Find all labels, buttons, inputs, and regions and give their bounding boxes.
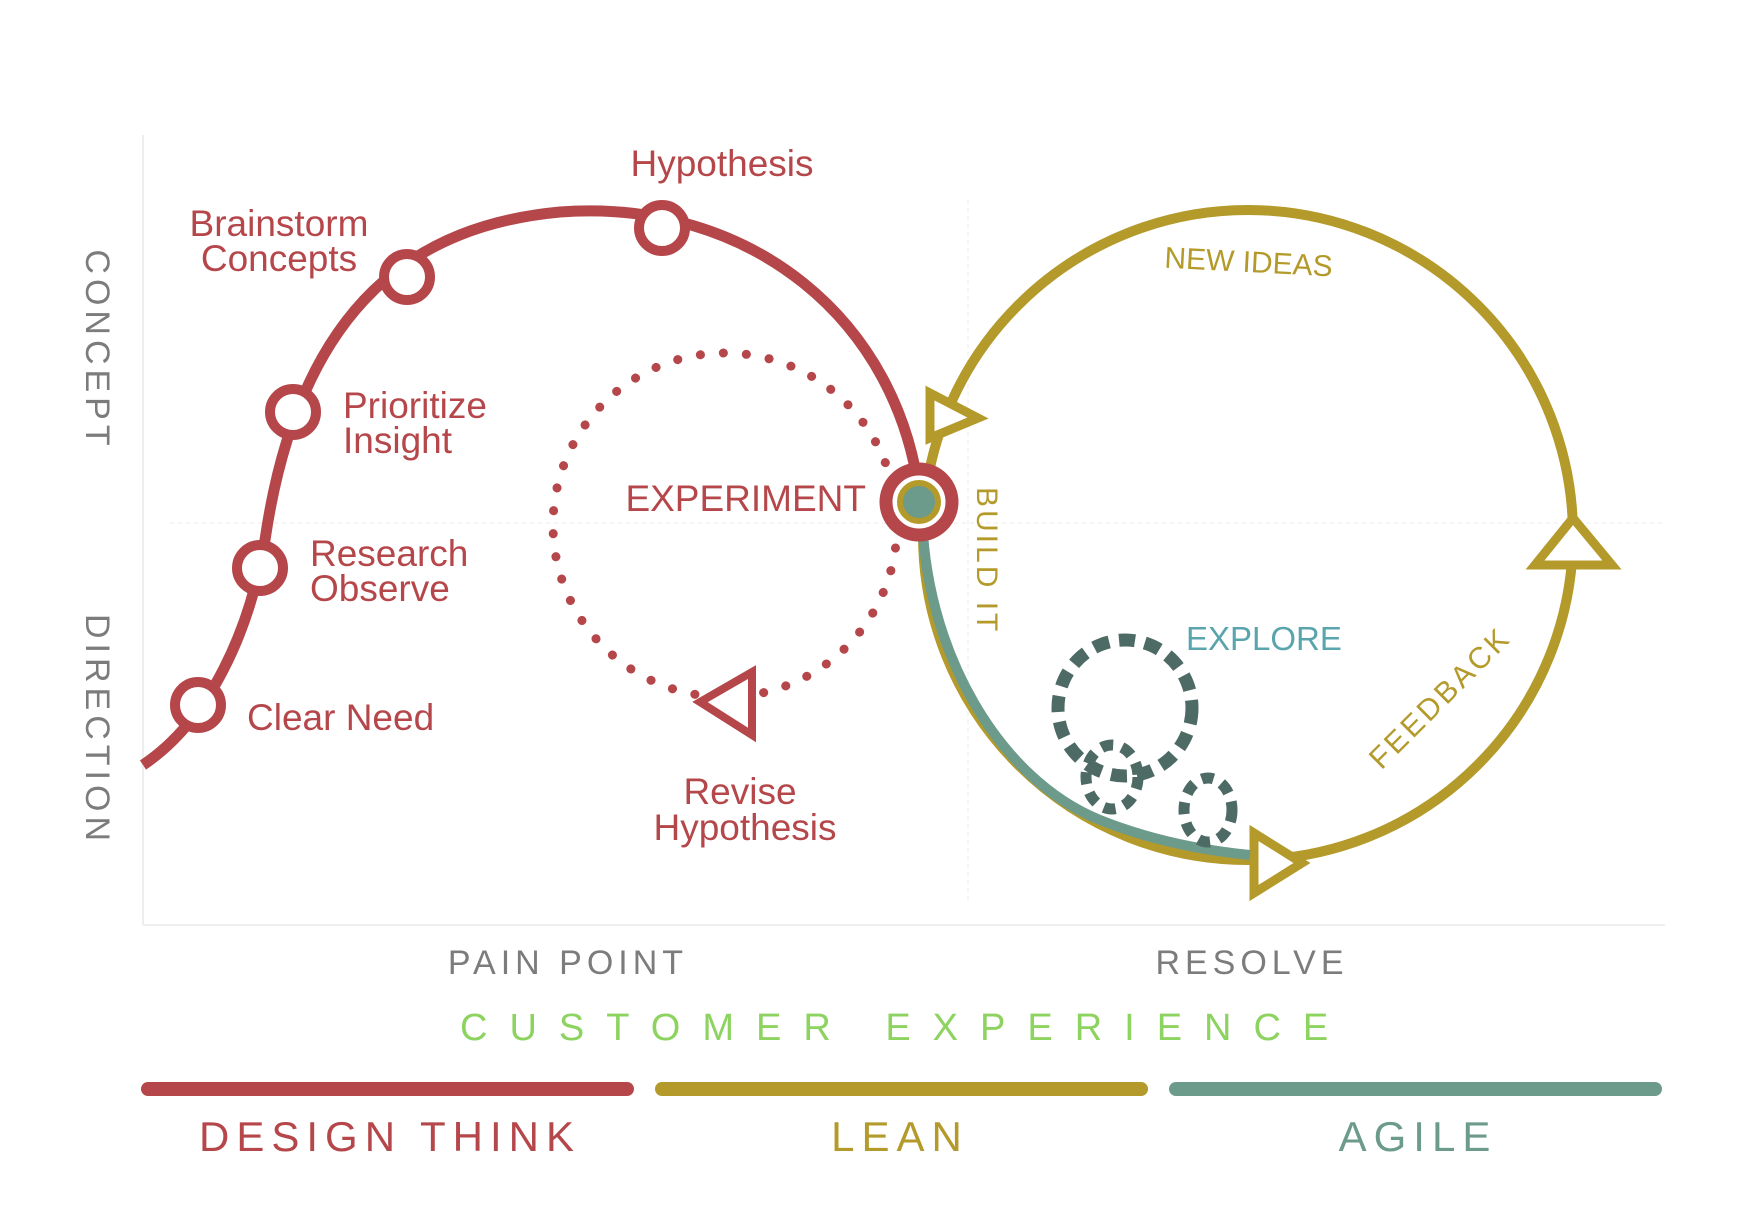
customer-experience-label: CUSTOMER EXPERIENCE [460,1007,1350,1049]
lean-arrow-bottom [1249,824,1311,902]
lean-loop [918,205,1622,902]
insight-label: Insight [343,420,453,461]
hypothesis-node [634,200,690,256]
experiment-label: EXPERIMENT [625,478,866,519]
observe-label: Observe [310,568,450,609]
research-label: Research [310,533,468,574]
hypothesis-label: Hypothesis [630,143,813,184]
brainstorm-label: Brainstorm [190,203,369,244]
x-axis-left-label: PAIN POINT [448,944,688,982]
prioritize-label: Prioritize [343,385,487,426]
concepts-label: Concepts [201,238,357,279]
explore-loop-small-2 [1178,772,1238,848]
explore-loop-large [1051,633,1199,783]
brainstorm-concepts-node [379,249,435,305]
revise-arrow [692,665,756,743]
lean-label: LEAN [831,1113,969,1160]
research-observe-node [232,540,288,596]
explore-label: EXPLORE [1186,620,1342,657]
revise-hypothesis-label: Hypothesis [653,807,836,848]
clear-need-node [170,677,226,733]
agile-label: AGILE [1339,1113,1498,1160]
lean-arrow-right [1525,510,1622,570]
clear-need-label: Clear Need [247,697,434,738]
agile-explore [917,504,1251,860]
design-curve [139,205,926,770]
build-it-label: BUILD IT [970,487,1003,634]
design-think-label: DESIGN THINK [199,1113,581,1160]
revise-label: Revise [683,771,796,812]
explore-loop-small-1 [1080,739,1144,815]
prioritize-insight-node [265,384,321,440]
lean-arrow-left [925,385,989,445]
experiment-node-ring [897,480,941,524]
y-axis-lower-label: DIRECTION [78,614,116,846]
design-thinking-curve [139,200,959,770]
y-axis-upper-label: CONCEPT [78,249,116,450]
experiment-dotted-loop [548,348,902,702]
agile-path [917,504,1251,860]
new-ideas-label: NEW IDEAS [1164,242,1334,284]
x-axis-right-label: RESOLVE [1155,944,1348,982]
